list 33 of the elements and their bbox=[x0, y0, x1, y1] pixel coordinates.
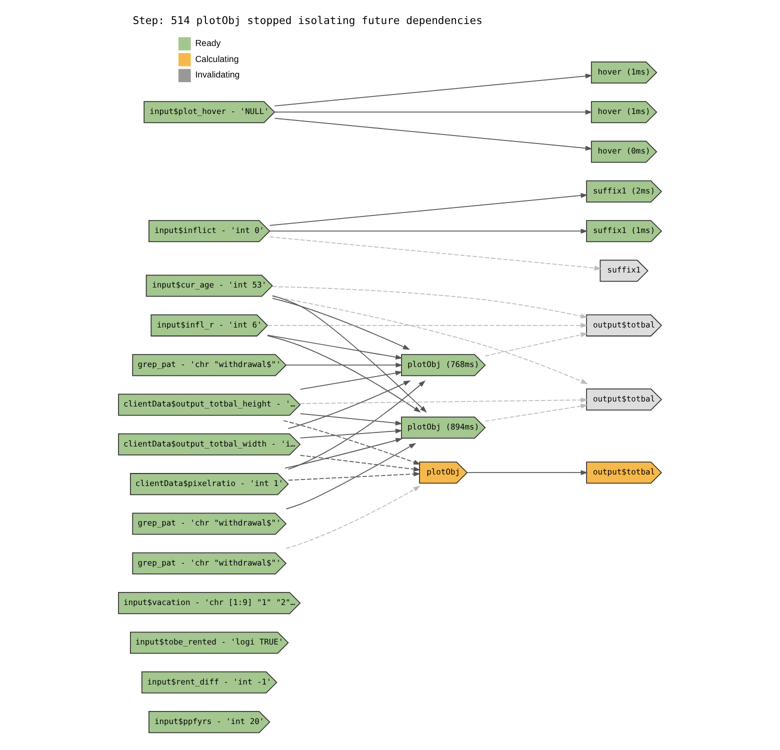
arrow bbox=[267, 335, 421, 413]
arrow bbox=[484, 332, 588, 356]
arrow bbox=[269, 228, 588, 234]
arrow bbox=[300, 413, 403, 426]
arrow bbox=[272, 286, 588, 318]
arrow bbox=[269, 193, 588, 226]
arrow bbox=[283, 420, 421, 465]
legend-label: Invalidating bbox=[195, 70, 240, 80]
arrow bbox=[484, 404, 588, 422]
arrow bbox=[286, 486, 420, 549]
arrow bbox=[300, 454, 421, 472]
arrow bbox=[269, 236, 602, 270]
arrow bbox=[286, 362, 403, 368]
arrow bbox=[267, 322, 588, 328]
arrow bbox=[300, 398, 588, 404]
arrow bbox=[300, 428, 403, 438]
arrow bbox=[274, 74, 592, 106]
arrow bbox=[288, 380, 426, 470]
arrow bbox=[267, 334, 403, 360]
arrow bbox=[286, 442, 416, 510]
arrow bbox=[272, 296, 588, 384]
arrow bbox=[284, 438, 403, 469]
legend-label: Ready bbox=[195, 38, 221, 48]
arrow bbox=[274, 110, 592, 115]
arrow bbox=[274, 118, 592, 151]
arrow bbox=[288, 472, 421, 481]
arrow bbox=[300, 370, 403, 390]
arrow bbox=[288, 380, 411, 429]
arrow bbox=[272, 298, 410, 350]
legend-label: Calculating bbox=[195, 54, 239, 64]
arrow bbox=[466, 470, 588, 476]
arrow bbox=[272, 295, 427, 413]
diagram-title: Step: 514 plotObj stopped isolating future dependencies bbox=[132, 15, 482, 28]
